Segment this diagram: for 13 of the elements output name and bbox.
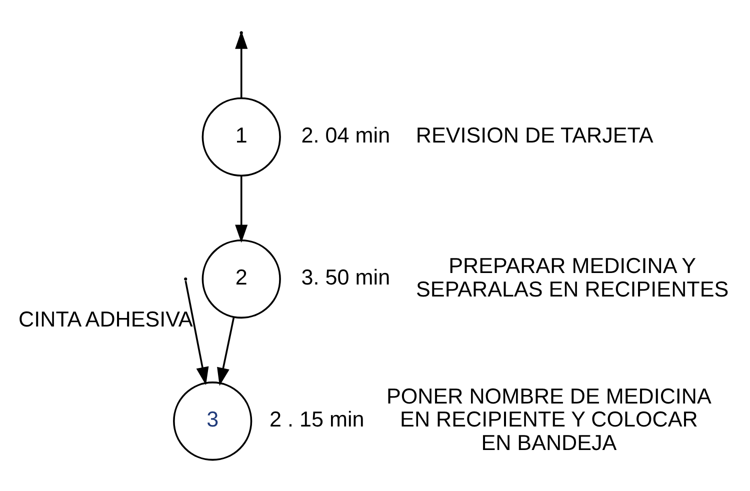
- node-label: 3. 50 min: [301, 264, 390, 290]
- node-label: 2. 04 min: [301, 122, 390, 147]
- node-label: PONER NOMBRE DE MEDICINA EN RECIPIENTE Y COLOCAR EN BANDEJA: [386, 382, 712, 455]
- arrow: [184, 280, 209, 385]
- arrow: [235, 175, 248, 242]
- node-circle: 1: [202, 96, 281, 176]
- node-label: 2 . 15 min: [270, 406, 364, 432]
- arrow: [217, 316, 235, 386]
- node-circle: 2: [202, 238, 281, 318]
- node-circle: 3: [173, 381, 252, 460]
- node-label: REVISION DE TARJETA: [416, 122, 654, 147]
- node-label: PREPARAR MEDICINA Y SEPARALAS EN RECIPIENTES: [416, 252, 729, 301]
- edge-label: CINTA ADHESIVA: [18, 306, 193, 331]
